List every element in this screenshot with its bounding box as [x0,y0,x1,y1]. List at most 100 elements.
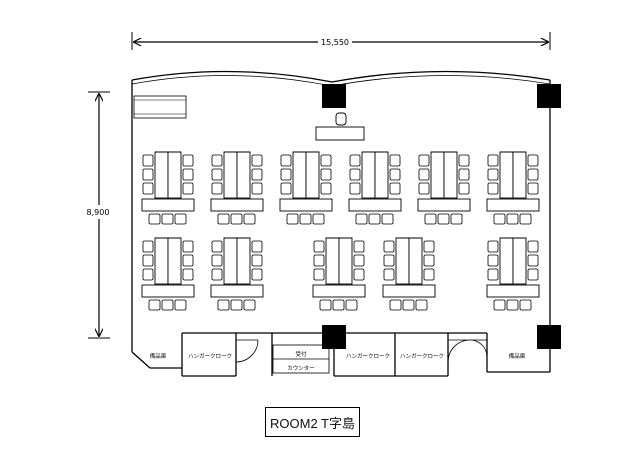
chair [211,240,223,253]
chair [313,240,325,253]
chair [423,268,435,281]
chair [383,240,395,253]
chair [389,168,401,181]
counter-label: カウンター [287,364,315,372]
head-table [417,198,471,212]
head-table [210,198,264,212]
chair [418,168,430,181]
chair [217,299,230,311]
table [499,237,514,285]
chair [527,240,539,253]
chair [230,213,243,225]
chair [251,268,263,281]
chair [280,182,292,195]
table-island [141,237,195,311]
chair [381,213,394,225]
storage-right-label: 備品庫 [509,352,526,360]
chair [148,213,161,225]
chair [182,168,194,181]
width-label: 15,550 [321,38,349,47]
table-island [279,151,333,225]
table [167,151,182,199]
chair [423,254,435,267]
chair [230,299,243,311]
chair [349,154,361,167]
chair [368,213,381,225]
table [430,151,445,199]
chair [415,299,428,311]
chair [332,299,345,311]
table-island [382,237,436,311]
chair [243,213,256,225]
chair [527,254,539,267]
chair [142,154,154,167]
pillar [537,84,561,108]
height-label: 8,900 [87,208,110,217]
head-table [486,198,540,212]
pillar [322,84,346,108]
chair [320,182,332,195]
room-labels: 備品庫 ハンガークローク 受付 カウンター ハンガークローク ハンガークローク … [150,350,526,372]
chair [161,213,174,225]
width-dimension: 15,550 [131,32,551,50]
chair [506,299,519,311]
chair [320,168,332,181]
table [443,151,458,199]
table [338,237,353,285]
chair [211,168,223,181]
chair [349,182,361,195]
head-table [279,198,333,212]
pillar [537,325,561,349]
table [223,151,238,199]
chair [355,213,368,225]
table [292,151,307,199]
chair [211,182,223,195]
chair [424,213,437,225]
chair [493,299,506,311]
table [223,237,238,285]
table [512,237,527,285]
table [395,237,410,285]
chair [251,182,263,195]
chair [389,154,401,167]
chair [487,240,499,253]
chair [527,182,539,195]
table [512,151,527,199]
chair [320,154,332,167]
chair [174,299,187,311]
chair [383,254,395,267]
chair [182,240,194,253]
table-island [348,151,402,225]
chair [487,182,499,195]
chair [402,299,415,311]
head-table [210,284,264,298]
chair [211,254,223,267]
table-island [141,151,195,225]
chair [487,268,499,281]
chair [345,299,358,311]
chair [506,213,519,225]
chair [142,240,154,253]
head-table [486,284,540,298]
chair [458,182,470,195]
chair [519,213,532,225]
table [236,237,251,285]
hanger-1-label: ハンガークローク [188,352,232,360]
hanger-3-label: ハンガークローク [400,352,444,360]
table [499,151,514,199]
chair [353,254,365,267]
chair [313,254,325,267]
chair [450,213,463,225]
hanger-2-label: ハンガークローク [346,352,390,360]
chair [383,268,395,281]
chair [527,168,539,181]
table-island [312,237,366,311]
chair [142,168,154,181]
table-islands [141,151,540,311]
table-island [210,237,264,311]
chair [174,213,187,225]
chair [493,213,506,225]
chair [251,240,263,253]
